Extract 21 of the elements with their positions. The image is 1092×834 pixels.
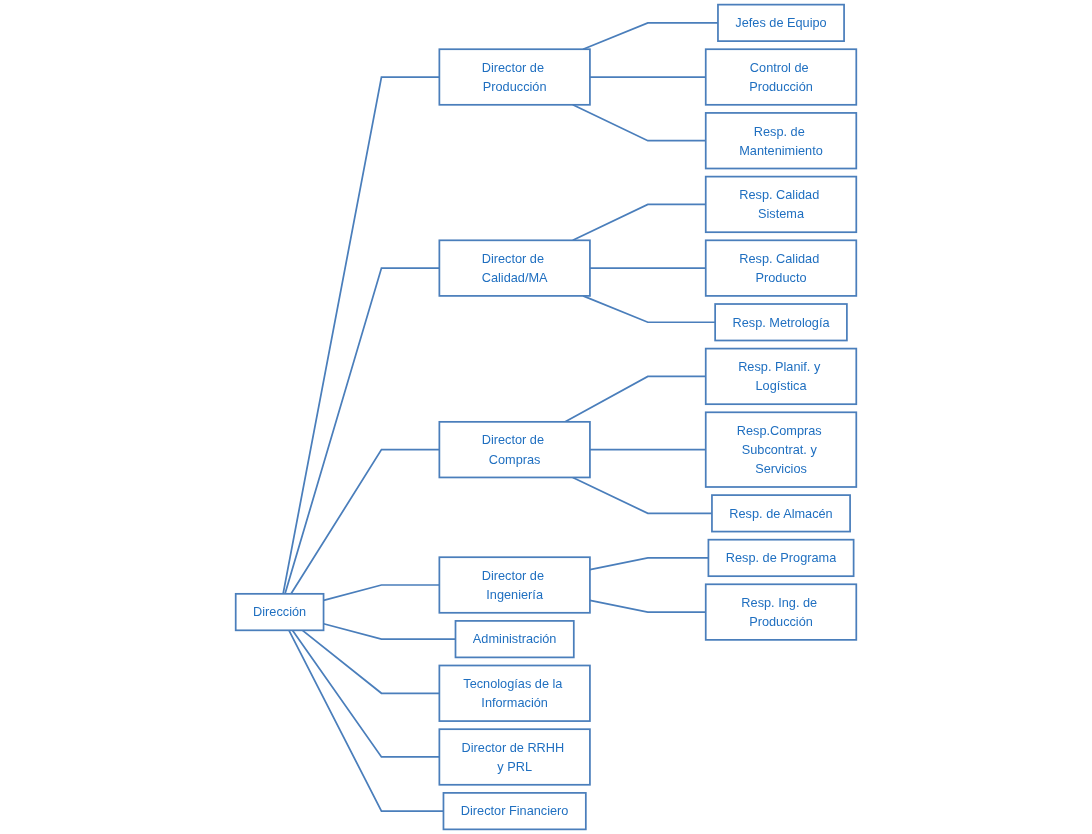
node-box: Control de Producción	[704, 48, 858, 106]
node-box: Resp. de Programa	[707, 538, 855, 578]
node-box: Director de RRHH y PRL	[438, 728, 591, 786]
node-box: Resp. Calidad Sistema	[704, 175, 858, 234]
node-box: Director de Ingeniería	[438, 556, 591, 614]
node-box: Tecnologías de la Información	[438, 664, 591, 722]
node-box: Jefes de Equipo	[717, 3, 845, 42]
node-box: Resp.Compras Subcontrat. y Servicios	[704, 411, 858, 488]
node-box: Resp. Ing. de Producción	[704, 583, 858, 641]
node-box: Resp. Planif. y Logística	[704, 347, 858, 406]
node-box: Resp. Calidad Producto	[704, 239, 858, 297]
node-box: Director de Producción	[438, 48, 591, 106]
node-box: Director de Calidad/MA	[438, 239, 591, 297]
node-box: Resp. de Mantenimiento	[704, 112, 858, 170]
node-box: Resp. de Almacén	[711, 494, 851, 533]
node-box: Director de Compras	[438, 421, 591, 479]
node-box: Dirección	[234, 592, 325, 632]
node-box: Administración	[454, 620, 575, 659]
connector	[582, 295, 716, 324]
node-box: Director Financiero	[442, 792, 587, 831]
node-box: Resp. Metrología	[714, 303, 848, 342]
